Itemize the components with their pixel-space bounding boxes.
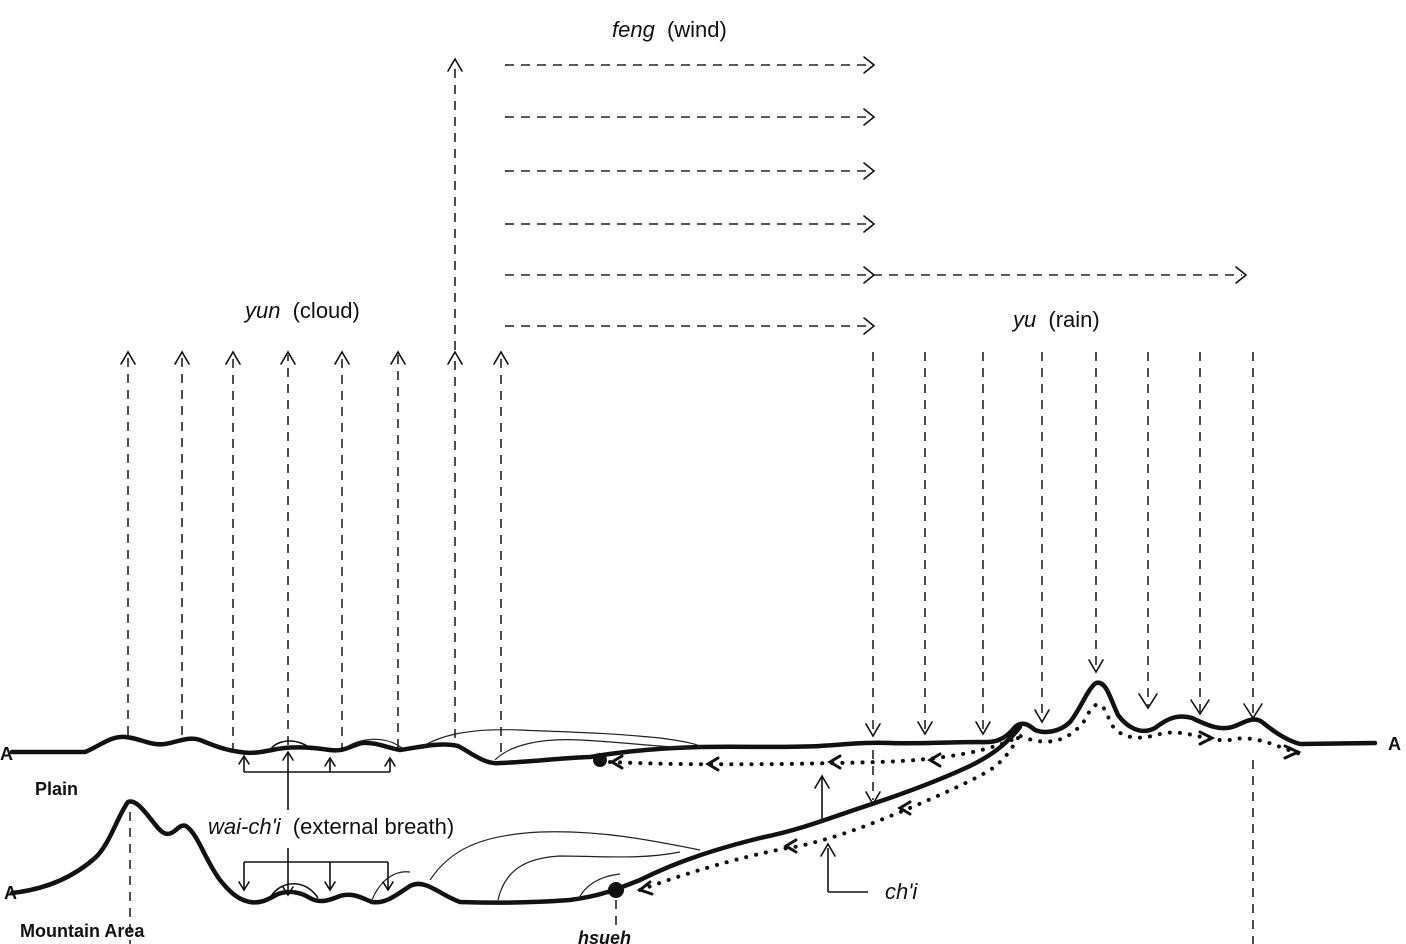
- plain-chi-arrowhead: [705, 756, 720, 772]
- wai-chi-term: wai-ch'i: [208, 814, 282, 839]
- plain-ground-line: [9, 680, 1378, 766]
- plain-vapor-mound: [269, 740, 313, 751]
- plain-chi-arrowhead: [609, 754, 624, 770]
- chi-rise-arrowhead: [814, 774, 830, 789]
- chi-label: ch'i: [885, 879, 918, 904]
- mountain-hsueh-dot: [608, 882, 624, 898]
- feng-term: feng: [612, 17, 656, 42]
- yun-term: yun: [243, 298, 280, 323]
- yu-label: yu (rain): [1011, 307, 1100, 332]
- plain-stream-layer: [494, 739, 691, 761]
- plain-bracket-arrowhead: [384, 756, 396, 767]
- cloud-arrowhead: [390, 350, 406, 365]
- plain-hsueh-dot: [593, 753, 607, 767]
- cloud-arrowhead: [120, 350, 136, 365]
- cloud-arrowhead: [280, 350, 296, 365]
- mountain-chi-arrowhead: [783, 838, 798, 854]
- mountain-chi-arrowhead: [897, 800, 912, 816]
- rain-arrowhead: [865, 723, 881, 738]
- cloud-arrowhead: [174, 350, 190, 365]
- feng-gloss: (wind): [667, 17, 727, 42]
- mountain-bracket-arrowhead: [282, 886, 294, 897]
- rain-arrowhead: [917, 721, 933, 736]
- mountain-ground-line: [9, 724, 1023, 905]
- plain-profile: [9, 680, 1378, 810]
- cloud-arrowhead: [225, 350, 241, 365]
- mountain-bracket-arrowhead: [382, 881, 394, 892]
- mountain-vapor-mound: [269, 883, 319, 899]
- mountain-bracket-arrowhead: [238, 881, 250, 892]
- cloud-arrows: [120, 57, 509, 752]
- mountain-stream-layer: [577, 873, 621, 901]
- cloud-arrowhead: [334, 350, 350, 365]
- marker-a-plain-left: A: [0, 744, 13, 764]
- rain-arrowhead: [1190, 699, 1210, 716]
- plain-chi-arrowhead: [827, 754, 842, 770]
- wind-arrowhead: [863, 56, 876, 74]
- plain-chi-arrowhead: [1283, 744, 1302, 760]
- plain-bracket-arrowhead: [238, 754, 250, 765]
- wind-arrowhead: [863, 162, 876, 180]
- hsueh-label: hsueh: [578, 928, 631, 944]
- mountain-profile: [9, 724, 1023, 930]
- plain-label: Plain: [35, 779, 78, 799]
- chi-indicator-arrowhead: [820, 842, 836, 857]
- plain-bracket-arrowhead: [282, 750, 294, 761]
- marker-a-mountain-left: A: [4, 883, 17, 903]
- rain-arrowhead: [1034, 709, 1050, 724]
- mountain-area-label: Mountain Area: [20, 921, 145, 941]
- wai-chi-label: wai-ch'i (external breath): [208, 814, 454, 839]
- wai-chi-gloss: (external breath): [293, 814, 454, 839]
- mountain-bracket-arrowhead: [324, 881, 336, 892]
- rain-arrowhead: [1088, 659, 1104, 674]
- yun-label: yun (cloud): [243, 298, 360, 323]
- mountain-stream-layer: [429, 831, 701, 881]
- wind-arrowhead: [863, 317, 876, 335]
- cloud-wind-arrowhead: [447, 57, 463, 72]
- mountain-chi-flow: [638, 736, 1020, 892]
- plain-chi-flow: [608, 702, 1302, 767]
- cloud-arrowhead: [447, 350, 463, 365]
- rain-arrowhead: [975, 721, 991, 736]
- cloud-arrowhead: [493, 350, 509, 365]
- wind-arrowhead: [863, 266, 876, 284]
- yun-gloss: (cloud): [293, 298, 360, 323]
- mountain-chi-arrowhead: [636, 880, 654, 896]
- plain-stream-layer: [344, 738, 403, 749]
- plain-bracket-arrowhead: [324, 756, 336, 767]
- wind-arrowhead: [863, 108, 876, 126]
- wind-arrows: [505, 56, 1248, 335]
- yu-term: yu: [1011, 307, 1036, 332]
- wind-arrowhead: [1235, 266, 1248, 284]
- wind-arrowhead: [863, 215, 876, 233]
- plain-chi-arrowhead: [1198, 730, 1216, 746]
- mountain-stream-layer: [497, 851, 681, 901]
- feng-label: feng (wind): [612, 17, 727, 42]
- plain-chi-arrowhead: [927, 752, 942, 768]
- rain-arrows: [129, 352, 1263, 944]
- yu-gloss: (rain): [1048, 307, 1099, 332]
- marker-a-plain-right: A: [1388, 734, 1401, 754]
- plain-stream-layer: [419, 729, 701, 749]
- rain-arrowhead: [1138, 693, 1158, 710]
